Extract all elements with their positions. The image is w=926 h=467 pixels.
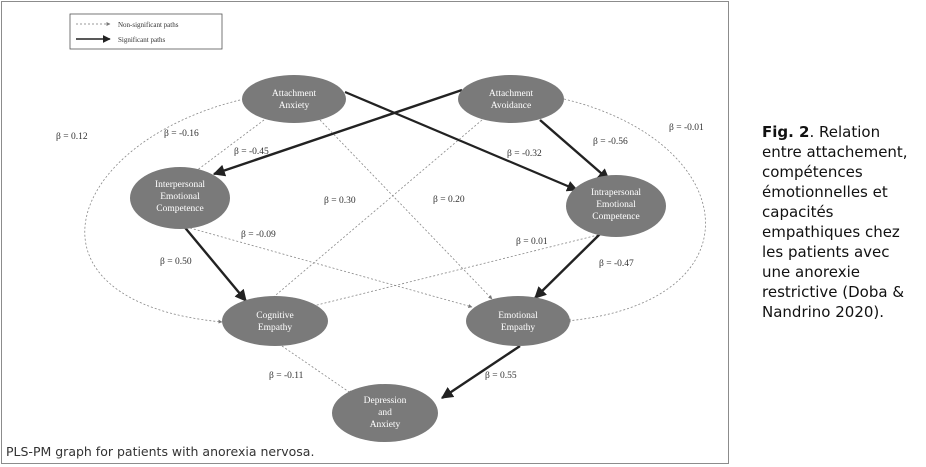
beta-anxiety-emotional: β = 0.20 <box>433 195 465 205</box>
path-avoidance-cognitive <box>269 119 483 301</box>
path-anxiety-emotional <box>319 119 493 300</box>
beta-intrapersonal-emotional: β = -0.47 <box>599 259 634 269</box>
path-diagram: Non-significant paths Significant paths <box>56 13 706 442</box>
node-label-line: Interpersonal <box>155 180 205 190</box>
beta-emotional-depression: β = 0.55 <box>485 371 517 381</box>
legend-non-significant: Non-significant paths <box>118 21 179 29</box>
node-depression-and-anxiety: Depression and Anxiety <box>332 384 438 442</box>
node-label-line: Emotional <box>596 200 636 210</box>
node-label-line: Competence <box>156 204 203 214</box>
path-interpersonal-cognitive <box>181 223 247 302</box>
legend-significant: Significant paths <box>118 36 166 44</box>
path-emotional-depression <box>441 345 521 399</box>
node-label-line: Attachment <box>272 89 317 99</box>
path-avoidance-interpersonal <box>212 88 463 177</box>
path-interpersonal-emotional <box>189 227 473 308</box>
beta-interpersonal-emotional: β = -0.09 <box>241 230 276 240</box>
node-label-line: Emotional <box>498 311 538 321</box>
node-label-line: Avoidance <box>491 101 531 111</box>
beta-intrapersonal-cognitive: β = 0.01 <box>516 237 548 247</box>
path-anxiety-intrapersonal <box>344 90 579 192</box>
beta-anxiety-intrapersonal: β = -0.32 <box>507 149 542 159</box>
node-label-line: Depression <box>364 396 407 406</box>
node-label-line: and <box>378 408 392 418</box>
beta-avoidance-cognitive: β = 0.30 <box>324 196 356 206</box>
node-label-line: Intrapersonal <box>591 188 641 198</box>
node-label-line: Empathy <box>501 323 536 333</box>
node-label-line: Anxiety <box>370 420 401 430</box>
legend: Non-significant paths Significant paths <box>69 13 223 50</box>
beta-labels: β = 0.12 β = -0.16 β = -0.45 β = -0.32 β… <box>56 123 704 381</box>
node-label-line: Empathy <box>258 323 293 333</box>
path-intrapersonal-emotional <box>534 233 601 299</box>
beta-anxiety-cognitive: β = 0.12 <box>56 132 88 142</box>
node-emotional-empathy: Emotional Empathy <box>466 296 570 346</box>
node-label-line: Cognitive <box>256 311 293 321</box>
path-anxiety-interpersonal <box>191 119 265 175</box>
beta-avoidance-emotional: β = -0.01 <box>669 123 704 133</box>
legend-box <box>69 13 223 50</box>
path-avoidance-emotional <box>563 98 706 323</box>
beta-anxiety-interpersonal: β = -0.16 <box>164 129 199 139</box>
paths-layer <box>84 88 706 399</box>
node-cognitive-empathy: Cognitive Empathy <box>222 296 328 346</box>
beta-avoidance-interpersonal: β = -0.45 <box>234 147 269 157</box>
node-label-line: Attachment <box>489 89 534 99</box>
figure-label: Fig. 2 <box>762 123 810 141</box>
path-avoidance-intrapersonal <box>539 119 610 181</box>
beta-interpersonal-cognitive: β = 0.50 <box>160 257 192 267</box>
node-attachment-anxiety: Attachment Anxiety <box>242 75 346 123</box>
path-anxiety-cognitive <box>84 98 245 324</box>
node-label-line: Competence <box>592 212 639 222</box>
path-intrapersonal-cognitive <box>296 233 603 312</box>
node-attachment-avoidance: Attachment Avoidance <box>458 75 564 123</box>
figure-caption-text: . Relation entre attachement, compétence… <box>762 123 908 321</box>
node-label-line: Anxiety <box>279 101 310 111</box>
node-interpersonal-emotional-competence: Interpersonal Emotional Competence <box>130 167 230 229</box>
figure-panel: Non-significant paths Significant paths <box>1 1 729 464</box>
beta-cognitive-depression: β = -0.11 <box>269 371 304 381</box>
graph-caption: PLS-PM graph for patients with anorexia … <box>6 444 315 459</box>
beta-avoidance-intrapersonal: β = -0.56 <box>593 137 628 147</box>
node-label-line: Emotional <box>160 192 200 202</box>
nodes-layer: Attachment Anxiety Attachment Avoidance … <box>130 75 666 442</box>
figure-caption: Fig. 2. Relation entre attachement, comp… <box>762 122 922 322</box>
path-cognitive-depression <box>281 345 353 395</box>
node-intrapersonal-emotional-competence: Intrapersonal Emotional Competence <box>566 175 666 237</box>
